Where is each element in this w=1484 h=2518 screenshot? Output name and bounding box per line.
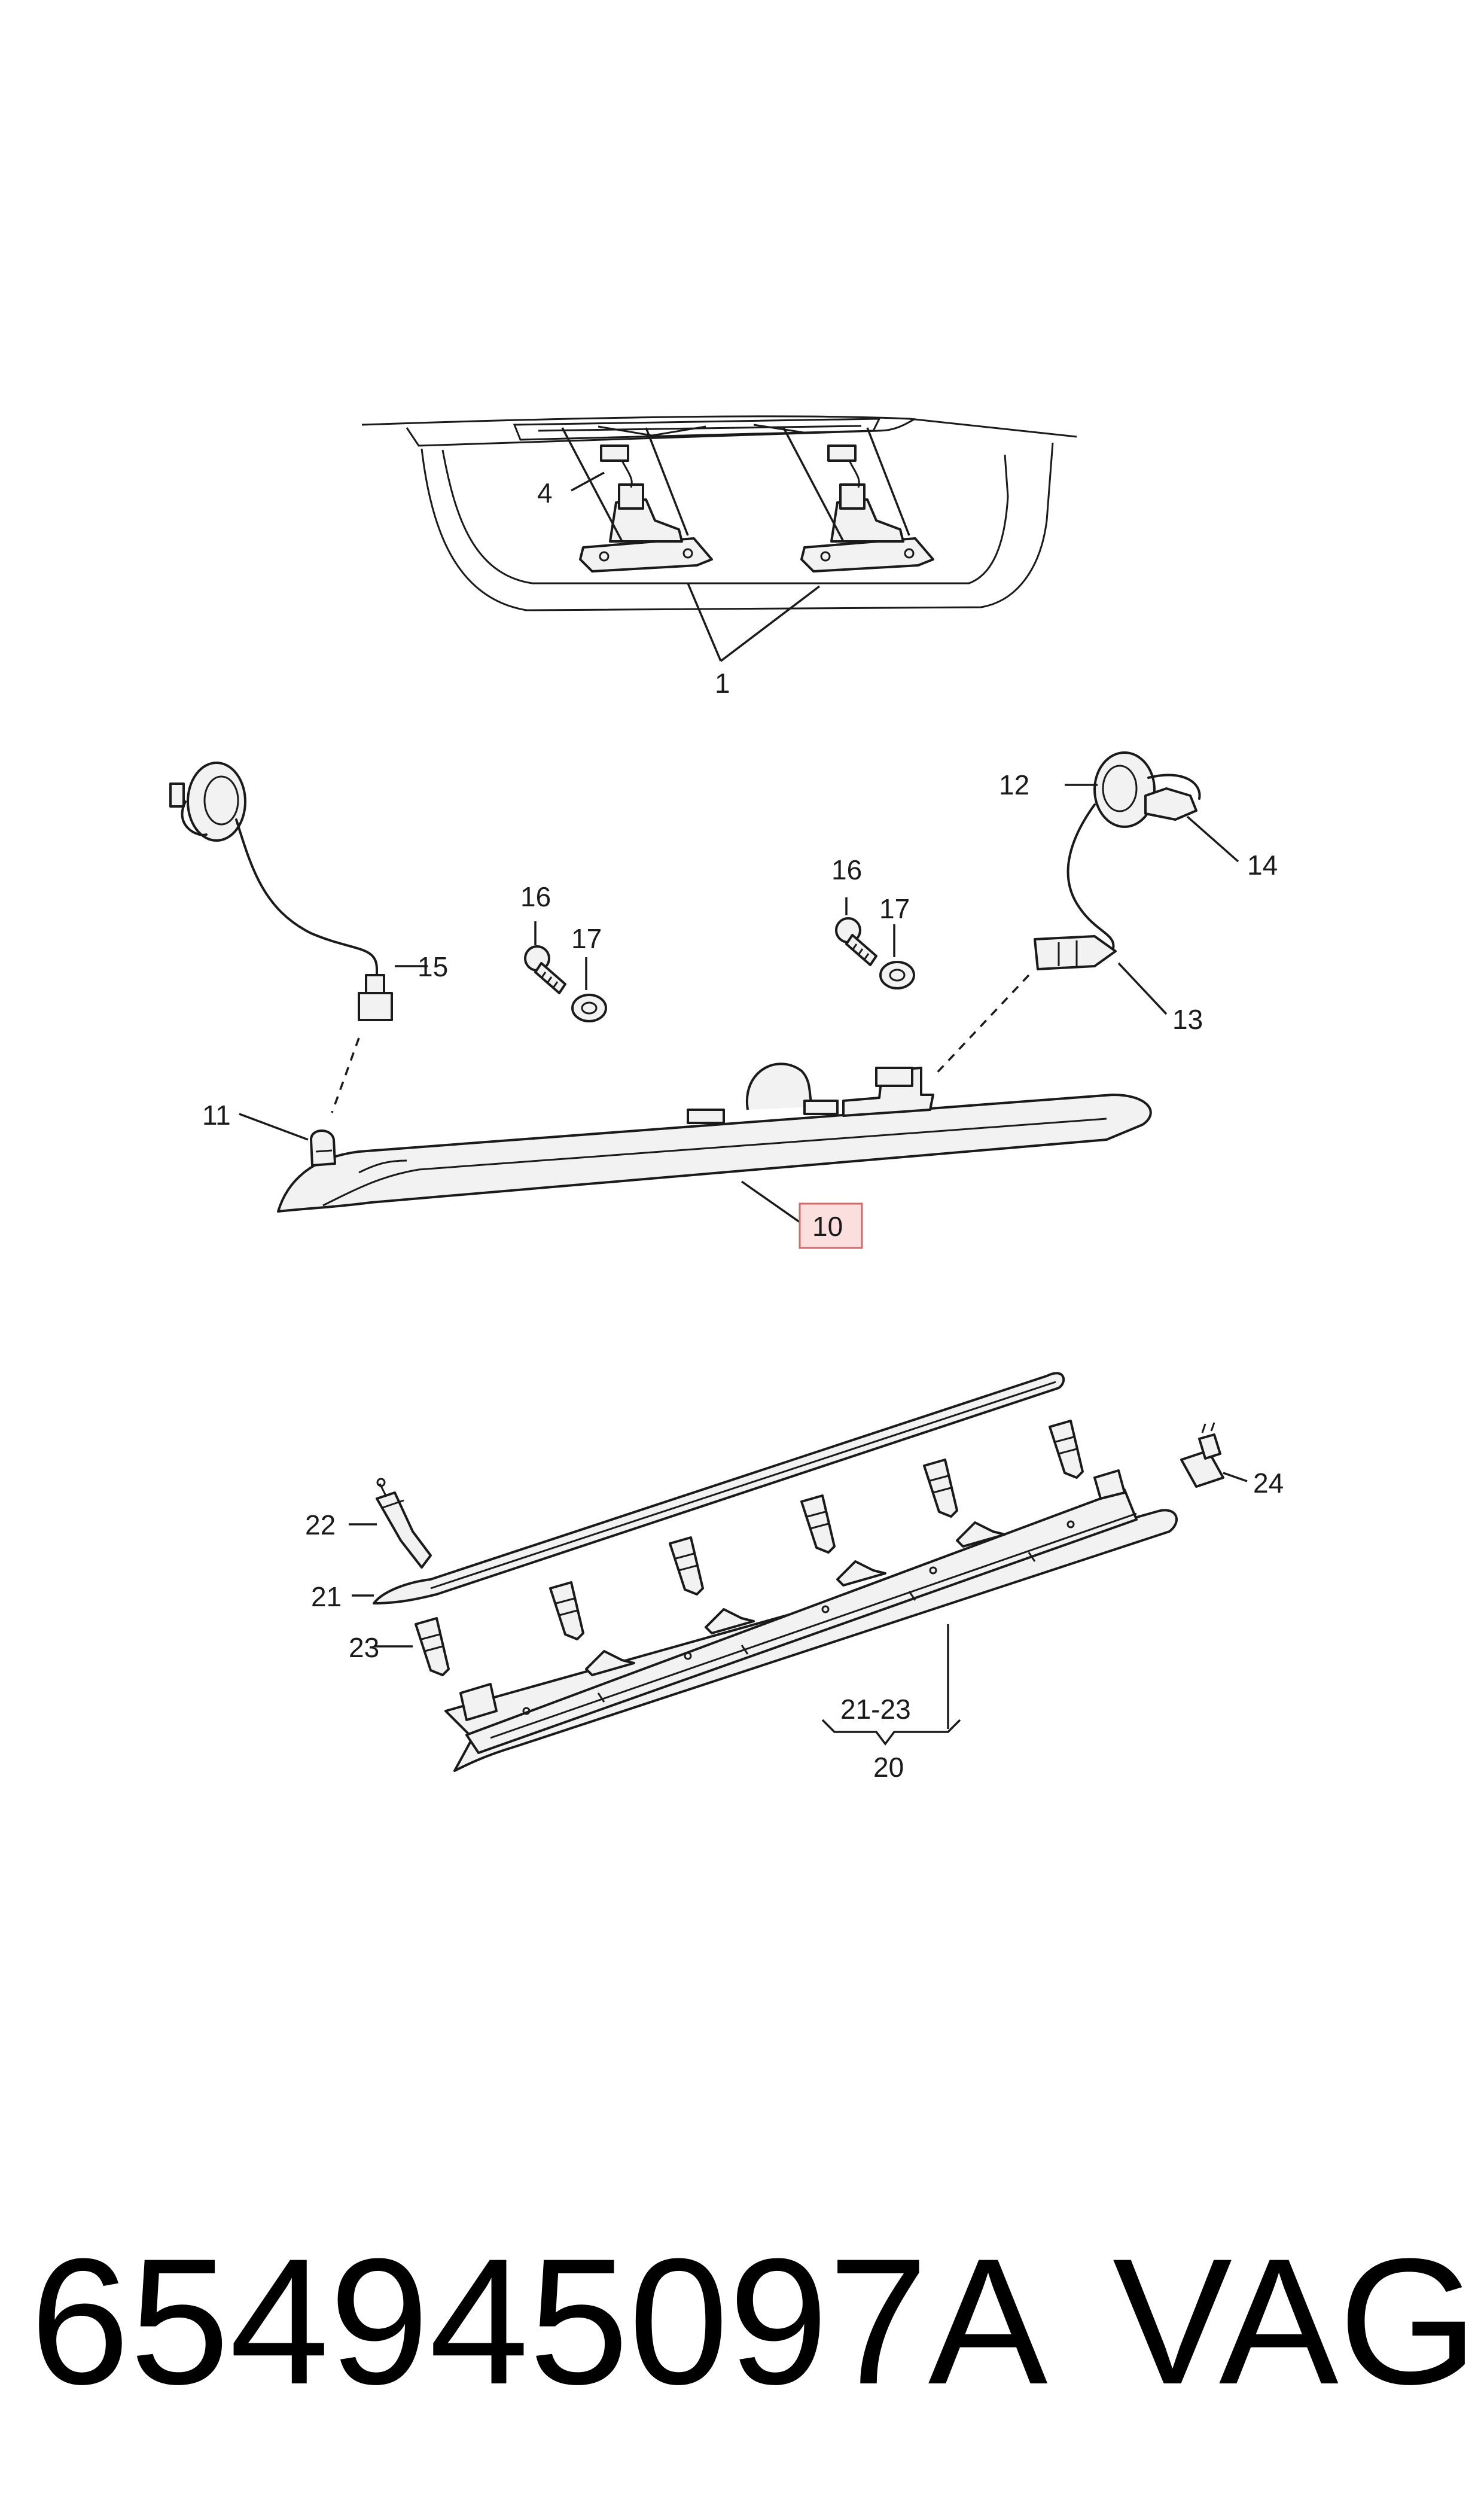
callout-16-right: 16 xyxy=(831,854,862,885)
callout-13: 13 xyxy=(1172,1004,1203,1035)
lamp-connector-right xyxy=(827,444,860,488)
lens-strip-21 xyxy=(373,1372,1065,1604)
grommet-right xyxy=(1093,751,1156,828)
part-footer: 654945097A VAG xyxy=(30,2213,1478,2429)
number-plate-lamp-left xyxy=(579,483,713,573)
callout-23: 23 xyxy=(349,1632,379,1663)
washer-17a xyxy=(571,994,607,1022)
assembly-line-left xyxy=(331,1037,360,1113)
callout-14: 14 xyxy=(1247,850,1278,881)
clip-23-3 xyxy=(669,1536,704,1596)
brand-label: VAG xyxy=(1113,2221,1479,2422)
wiring-harness-right xyxy=(1034,803,1117,970)
callout-15: 15 xyxy=(418,951,448,982)
callout-12: 12 xyxy=(999,769,1029,800)
callout-16-left: 16 xyxy=(520,881,551,912)
bracket-20 xyxy=(821,1719,961,1746)
callout-10: 10 xyxy=(812,1211,843,1242)
leader-4 xyxy=(571,471,605,492)
callout-1: 1 xyxy=(715,668,730,699)
callout-22: 22 xyxy=(305,1509,336,1540)
connector-24 xyxy=(1180,1422,1224,1488)
callout-20: 20 xyxy=(873,1752,904,1783)
tailgate-assembly xyxy=(361,415,1077,611)
lamp-housing-20 xyxy=(444,1469,1178,1772)
clip-23-1 xyxy=(415,1617,450,1676)
screw-16b xyxy=(835,917,877,966)
callout-4: 4 xyxy=(537,477,553,509)
clip-23-5 xyxy=(923,1459,958,1518)
wiring-harness-left xyxy=(169,783,393,1021)
callout-10-highlight xyxy=(799,1202,863,1249)
grommet-left xyxy=(187,762,246,842)
callout-17-left: 17 xyxy=(571,923,602,954)
callout-21-left: 21 xyxy=(311,1581,342,1612)
callout-17-right: 17 xyxy=(879,893,910,924)
callout-24: 24 xyxy=(1253,1467,1284,1499)
leader-1a xyxy=(687,583,722,662)
assembly-line-right xyxy=(932,974,1030,1078)
clip-11 xyxy=(310,1129,336,1167)
connector-14 xyxy=(1144,774,1201,821)
callout-21-23: 21-23 xyxy=(840,1694,911,1725)
clip-23-4 xyxy=(800,1494,836,1554)
lamp-connector-left xyxy=(600,444,633,488)
number-plate-lamp-right xyxy=(800,483,934,573)
leader-1b xyxy=(720,585,821,662)
clip-23-2 xyxy=(549,1581,584,1640)
washer-17b xyxy=(879,961,915,989)
third-brake-light xyxy=(277,1062,1152,1213)
clip-23-6 xyxy=(1049,1420,1084,1479)
bulb-holder-22 xyxy=(376,1478,432,1569)
callout-11: 11 xyxy=(202,1100,231,1131)
screw-16a xyxy=(524,945,566,994)
part-number: 654945097A xyxy=(30,2221,1048,2422)
